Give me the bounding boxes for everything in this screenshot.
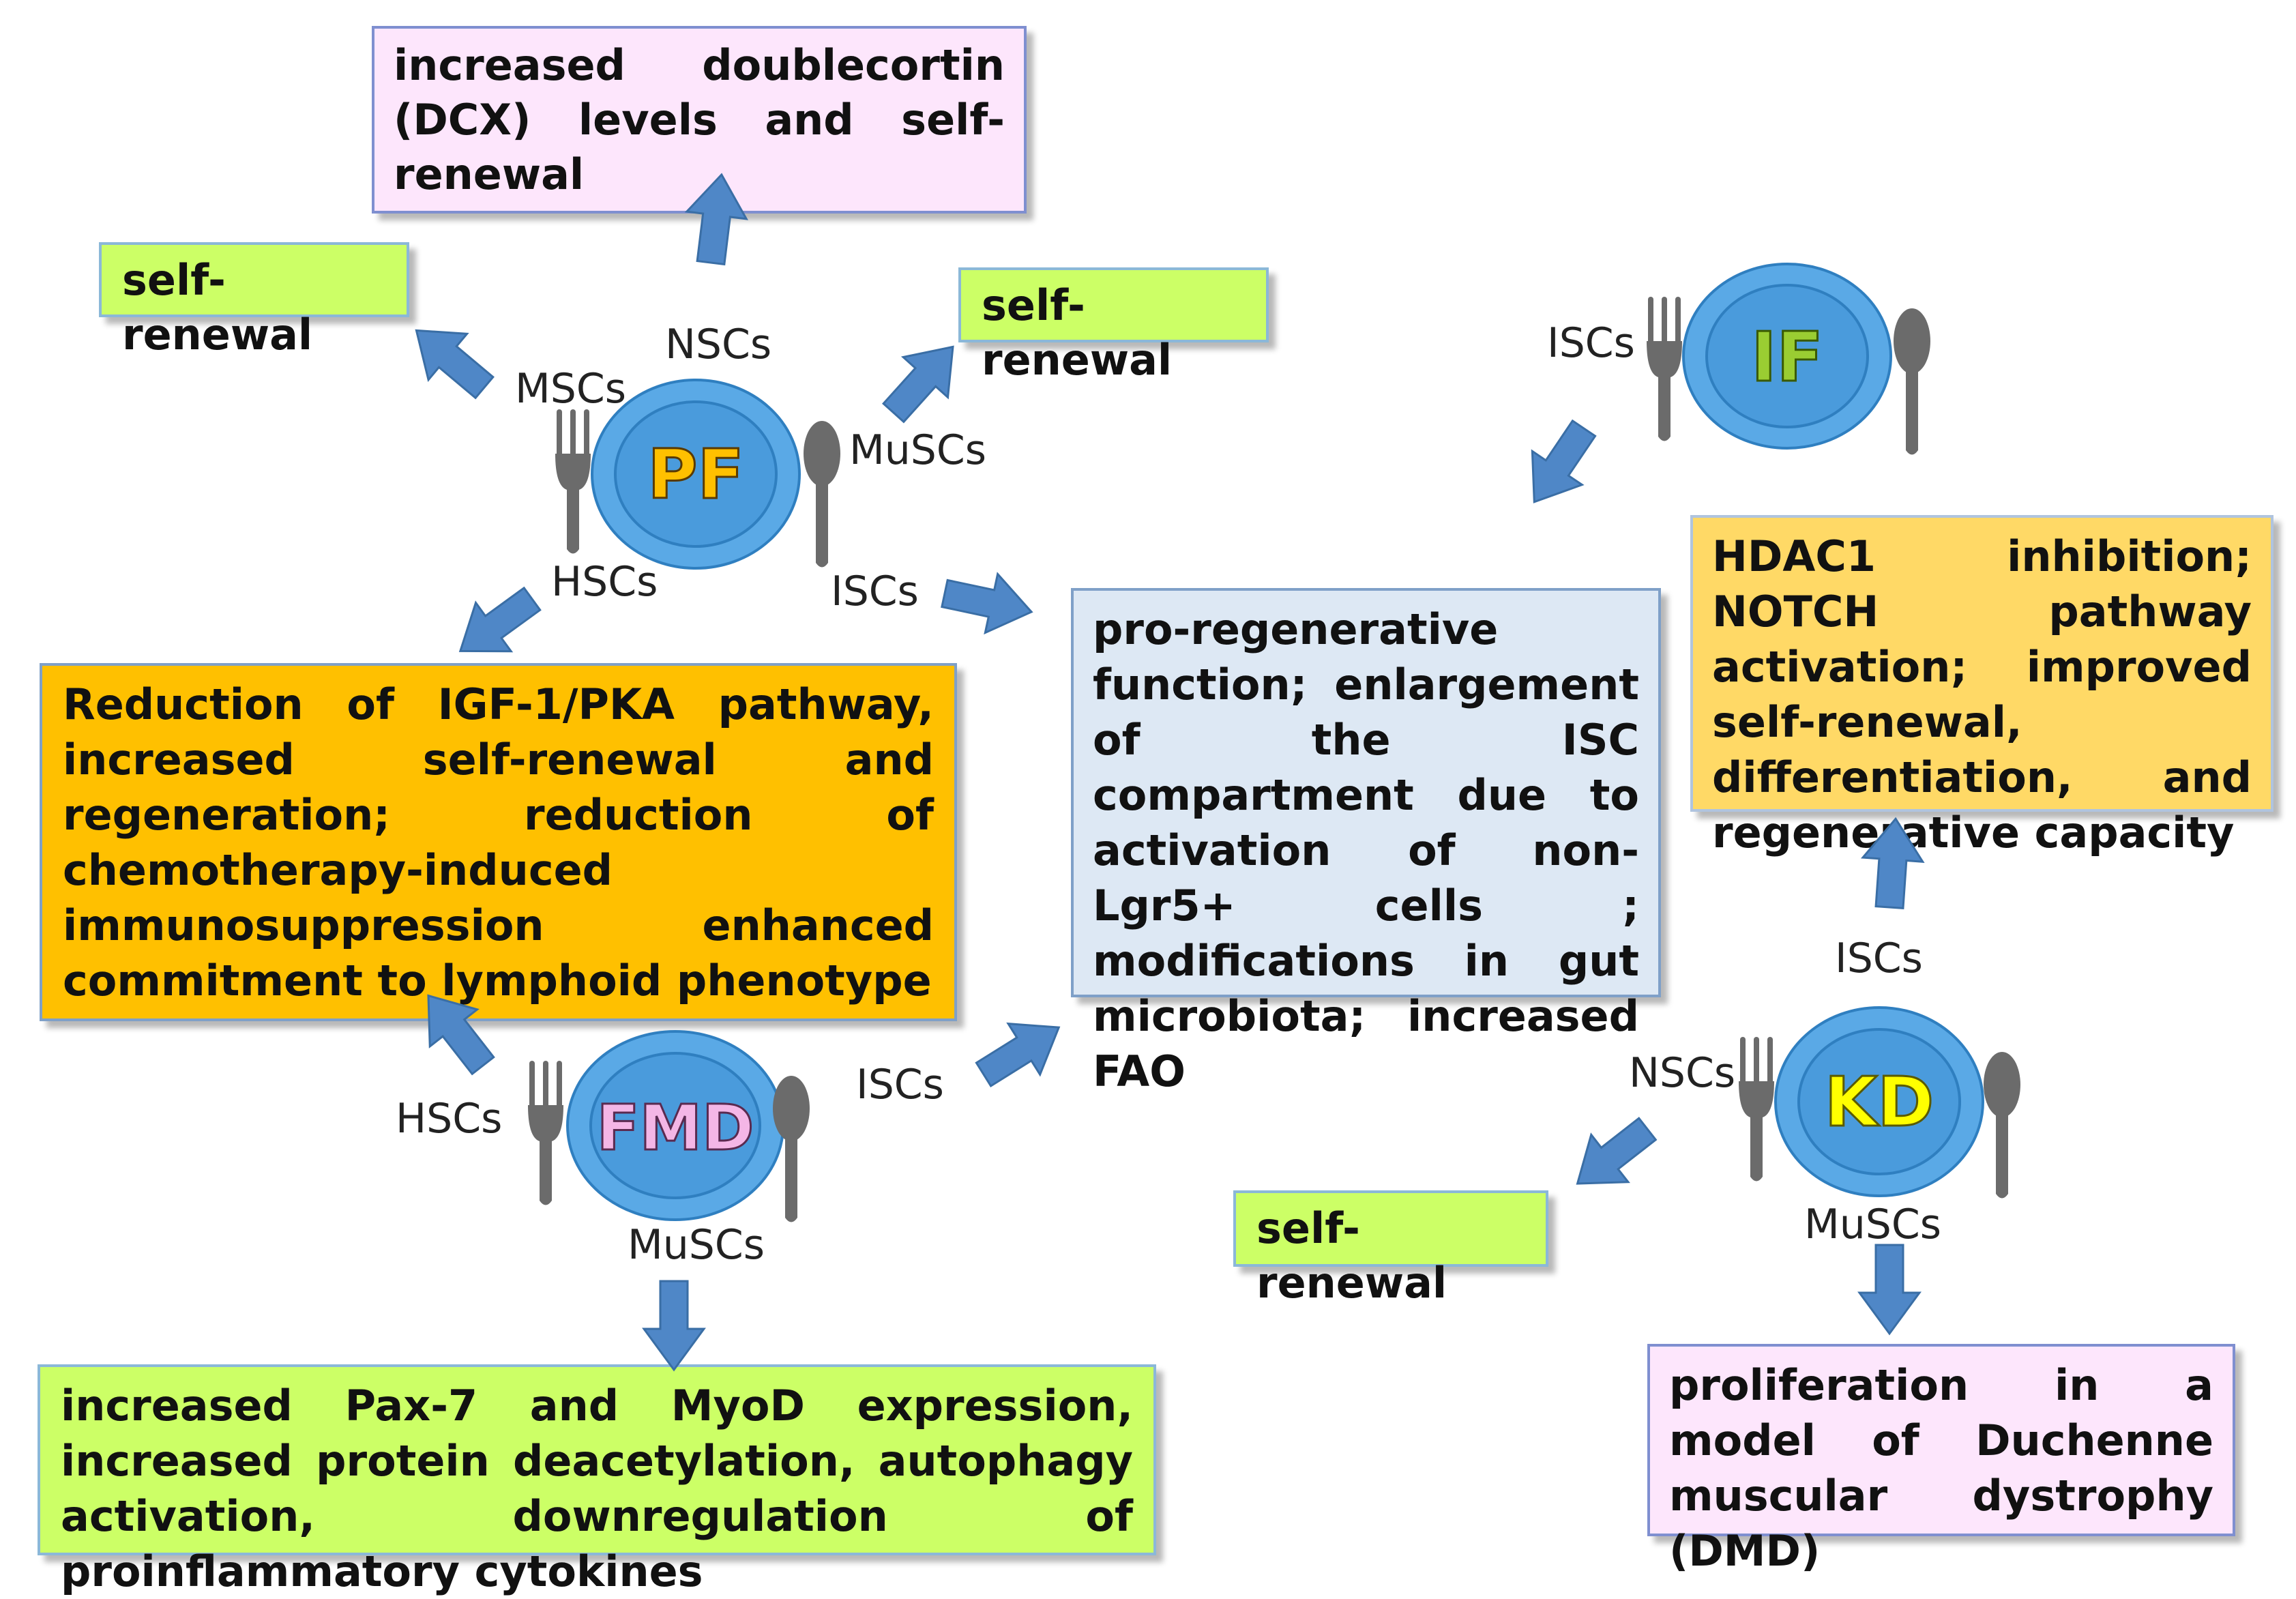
fmd-hscs-label: HSCs	[396, 1095, 503, 1143]
pf-label: PF	[647, 435, 744, 514]
pf-plate	[555, 379, 840, 570]
kd-muscs-label: MuSCs	[1804, 1201, 1942, 1248]
arrow-icon	[1858, 815, 1927, 911]
fmd-muscs-label: MuSCs	[628, 1221, 765, 1269]
kd-nscs-label: NSCs	[1629, 1049, 1736, 1097]
arrow-icon	[1858, 1244, 1921, 1335]
if-label: IF	[1751, 317, 1823, 397]
musc-fmd-effect-box: increased Pax-7 and MyoD expression, inc…	[38, 1364, 1156, 1596]
pf-hscs-label: HSCs	[551, 558, 658, 606]
fork-icon	[555, 409, 591, 554]
kd-plate	[1739, 1006, 2020, 1199]
arrow-icon	[1508, 410, 1610, 520]
arrow-icon	[396, 306, 505, 412]
fmd-label: FMD	[597, 1091, 754, 1164]
kd-nsc-effect-box: self-renewal	[1233, 1190, 1548, 1308]
musc-pf-effect-text: self-renewal	[982, 280, 1173, 385]
arrow-icon	[1557, 1104, 1667, 1209]
msc-effect-box: self-renewal	[99, 242, 409, 360]
spoon-icon	[1984, 1052, 2020, 1199]
fmd-plate	[528, 1030, 810, 1222]
isc-effect-box: pro-regenerative function; enlargement o…	[1071, 588, 1661, 1096]
pf-mscs-label: MSCs	[515, 365, 627, 413]
fork-icon	[528, 1061, 563, 1205]
arrow-icon	[679, 170, 753, 267]
arrow-icon	[937, 563, 1039, 643]
arrow-icon	[643, 1280, 705, 1371]
msc-effect-text: self-renewal	[122, 255, 313, 360]
fork-icon	[1647, 297, 1682, 441]
spoon-icon	[804, 421, 840, 568]
musc-fmd-effect-text: increased Pax-7 and MyoD expression, inc…	[61, 1381, 1133, 1596]
hsc-effect-text: Reduction of IGF-1/PKA pathway, increase…	[63, 679, 934, 1006]
kd-iscs-label: ISCs	[1835, 935, 1923, 982]
arrow-icon	[967, 1001, 1076, 1101]
isc-effect-text: pro-regenerative function; enlargement o…	[1093, 604, 1639, 1096]
nsc-effect-box: increased doublecortin (DCX) levels and …	[372, 26, 1027, 214]
fork-icon	[1739, 1037, 1774, 1182]
pf-iscs-label: ISCs	[831, 568, 919, 615]
kd-nsc-effect-text: self-renewal	[1256, 1203, 1447, 1308]
pf-nscs-label: NSCs	[665, 321, 772, 368]
kd-isc-effect-text: HDAC1 inhibition; NOTCH pathway activati…	[1712, 531, 2252, 857]
hsc-effect-box: Reduction of IGF-1/PKA pathway, increase…	[40, 663, 957, 1021]
arrow-icon	[441, 573, 551, 677]
kd-label: KD	[1825, 1062, 1934, 1142]
pf-muscs-label: MuSCs	[849, 426, 987, 474]
kd-musc-effect-box: proliferation in a model of Duchenne mus…	[1647, 1344, 2235, 1576]
arrow-icon	[870, 325, 977, 434]
if-iscs-label: ISCs	[1547, 319, 1635, 367]
kd-isc-effect-box: HDAC1 inhibition; NOTCH pathway activati…	[1690, 515, 2273, 857]
kd-musc-effect-text: proliferation in a model of Duchenne mus…	[1669, 1360, 2213, 1576]
spoon-icon	[1894, 308, 1930, 455]
nsc-effect-text: increased doublecortin (DCX) levels and …	[394, 40, 1005, 199]
fmd-iscs-label: ISCs	[856, 1061, 944, 1109]
musc-pf-effect-box: self-renewal	[958, 267, 1269, 385]
if-plate	[1647, 263, 1930, 455]
arrow-icon	[403, 975, 508, 1085]
